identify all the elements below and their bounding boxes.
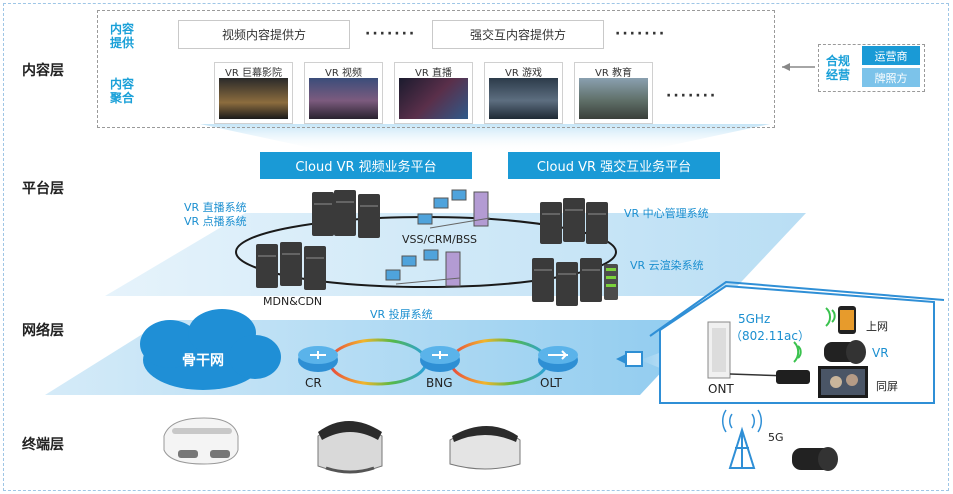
thumbnail-video: VR 视频 [304, 62, 383, 124]
tv-screen [818, 366, 868, 398]
cloud-vr-video-platform: Cloud VR 视频业务平台 [260, 152, 472, 179]
provider-ellipsis-1: ······· [365, 26, 417, 42]
compliance-box [818, 44, 925, 92]
render-gpu-indicators [606, 268, 616, 287]
wifi-standard-label: （802.11ac） [730, 329, 810, 343]
video-content-provider: 视频内容提供方 [178, 20, 350, 49]
vr-projection-label: VR 投屏系统 [370, 308, 433, 321]
license-holder-badge: 牌照方 [862, 68, 920, 87]
thumbnail-label: VR 直播 [415, 68, 452, 79]
home-vr-headset [824, 340, 866, 364]
vr-all-in-one-headset [163, 417, 239, 465]
content-layer-box [97, 10, 775, 128]
content-layer-label: 内容层 [22, 63, 64, 79]
content-provide-tag: 内容 提供 [110, 22, 135, 50]
server-rack-right-top [540, 198, 608, 244]
operator-badge: 运营商 [862, 46, 920, 65]
concert-image [399, 78, 468, 119]
backbone-label: 骨干网 [182, 353, 224, 369]
wifi-band-label: 5GHz [738, 312, 771, 326]
olt-device-icon [538, 346, 578, 372]
phone-device [838, 306, 856, 334]
thumbnail-label: VR 视频 [325, 68, 362, 79]
ont-label: ONT [708, 382, 734, 396]
cloud-vr-interactive-platform: Cloud VR 强交互业务平台 [508, 152, 720, 179]
ont-device [707, 321, 731, 379]
backbone-cloud [140, 309, 281, 390]
content-aggregate-tag: 内容 聚合 [110, 77, 135, 105]
interactive-content-provider: 强交互内容提供方 [432, 20, 604, 49]
splitter-icon [616, 351, 643, 367]
projection-workstations [385, 249, 461, 287]
diagram-frame [3, 3, 949, 491]
same-screen-label: 同屏 [876, 380, 898, 393]
education-image [579, 78, 648, 119]
vr-live-system-label: VR 直播系统 [184, 201, 247, 214]
mdn-cdn-label: MDN&CDN [263, 295, 323, 308]
vr-box-headset [449, 426, 521, 470]
server-rack-left [256, 242, 326, 290]
internet-label: 上网 [866, 320, 888, 333]
network-layer-label: 网络层 [22, 323, 64, 339]
thumbnail-label: VR 巨幕影院 [225, 68, 282, 79]
thumbnail-education: VR 教育 [574, 62, 653, 124]
server-rack-render [532, 258, 618, 306]
vr-vod-system-label: VR 点播系统 [184, 215, 247, 228]
cr-label: CR [305, 376, 322, 390]
bss-workstations [417, 189, 491, 229]
5g-label: 5G [768, 431, 784, 444]
thumbnail-live: VR 直播 [394, 62, 473, 124]
content-funnel [200, 124, 770, 152]
5g-vr-headset [792, 447, 838, 471]
home-vr-label: VR [872, 346, 889, 360]
platform-layer-label: 平台层 [22, 181, 64, 197]
set-top-box [776, 370, 810, 384]
cinema-image [219, 78, 288, 119]
vr-cloud-render-label: VR 云渲染系统 [630, 259, 704, 272]
game-image [489, 78, 558, 119]
thumbnail-label: VR 教育 [595, 68, 632, 79]
terminal-layer-label: 终端层 [22, 437, 64, 453]
thumbnail-label: VR 游戏 [505, 68, 542, 79]
thumbnail-cinema: VR 巨幕影院 [214, 62, 293, 124]
olt-label: OLT [540, 376, 562, 390]
5g-tower-icon [722, 409, 762, 469]
vr-central-mgmt-label: VR 中心管理系统 [624, 207, 709, 220]
bss-label: VSS/CRM/BSS [402, 233, 478, 246]
provider-ellipsis-2: ······· [615, 26, 667, 42]
thumbnail-ellipsis: ······· [666, 88, 718, 104]
wifi-icon [793, 307, 836, 363]
stadium-image [309, 78, 378, 119]
thumbnail-game: VR 游戏 [484, 62, 563, 124]
compliance-label: 合规 经营 [826, 54, 851, 82]
vr-mobile-headset [317, 421, 383, 474]
cr-router-icon [298, 346, 338, 372]
bng-label: BNG [426, 376, 453, 390]
bng-router-icon [420, 346, 460, 372]
